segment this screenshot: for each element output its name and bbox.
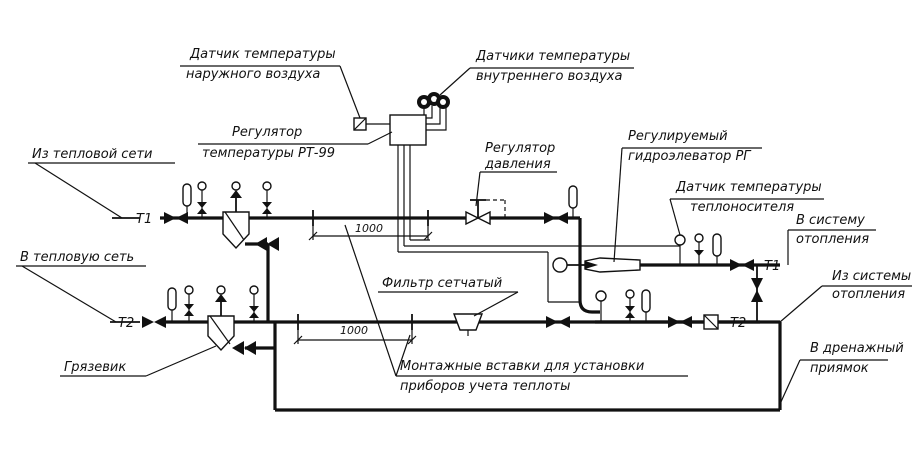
strainer-filter-icon xyxy=(452,313,484,336)
check-element-icon xyxy=(703,314,719,330)
thermometer-icon xyxy=(182,183,192,218)
label-coolant-sensor-line1: Датчик температуры xyxy=(675,180,822,195)
label-regulator-line1: Регулятор xyxy=(232,125,302,140)
label-from-system-line1: Из системы xyxy=(832,269,911,284)
pressure-gauge-icon xyxy=(262,181,272,218)
thermometer-icon xyxy=(167,287,177,322)
tag-t1-right: Т1 xyxy=(764,259,780,274)
label-indoor-sensors-line2: внутреннего воздуха xyxy=(476,69,622,84)
label-pressure-regulator-line2: давления xyxy=(484,157,551,172)
hydro-elevator-icon xyxy=(552,257,641,273)
valve-icon xyxy=(668,316,692,328)
label-coolant-sensor-line2: теплоносителя xyxy=(690,200,794,215)
pressure-regulator-valve-icon xyxy=(465,199,506,226)
mudtrap-lower-icon xyxy=(207,285,235,352)
pressure-gauge-icon xyxy=(595,290,607,322)
thermometer-icon xyxy=(568,185,578,218)
right-vertical-valve-icon xyxy=(751,278,763,302)
label-outdoor-sensor-line2: наружного воздуха xyxy=(186,67,320,82)
label-elevator-line2: гидроэлеватор РГ xyxy=(628,149,752,164)
label-indoor-sensors-line1: Датчики температуры xyxy=(475,49,630,64)
tag-t1-left: Т1 xyxy=(136,212,152,227)
pressure-gauge-icon xyxy=(625,289,635,322)
label-to-system-line2: отопления xyxy=(796,232,869,247)
pressure-gauge-icon xyxy=(197,181,207,218)
label-regulator-line2: температуры РТ-99 xyxy=(202,146,335,161)
dimension-lower: 1000 xyxy=(340,324,368,337)
label-pressure-regulator-line1: Регулятор xyxy=(485,141,555,156)
label-to-network: В тепловую сеть xyxy=(20,250,134,265)
outdoor-temp-sensor-icon xyxy=(353,117,390,131)
pressure-gauge-icon xyxy=(694,233,704,265)
label-filter: Фильтр сетчатый xyxy=(382,276,502,291)
label-elevator-line1: Регулируемый xyxy=(628,129,728,144)
pressure-gauge-icon xyxy=(249,285,259,322)
label-from-system-line2: отопления xyxy=(832,287,905,302)
valve-icon xyxy=(730,259,754,271)
label-inserts-line2: приборов учета теплоты xyxy=(400,379,570,394)
label-drain-line1: В дренажный xyxy=(810,341,904,356)
label-inserts-line1: Монтажные вставки для установки xyxy=(400,359,644,374)
dimension-upper: 1000 xyxy=(355,222,383,235)
insert-upper xyxy=(308,210,433,241)
valve-icon xyxy=(255,237,279,251)
coolant-temp-sensor-icon xyxy=(674,234,686,265)
pressure-gauge-icon xyxy=(184,285,194,322)
label-to-system-line1: В систему xyxy=(796,213,865,228)
valve-icon xyxy=(544,212,568,224)
tag-t2-right: Т2 xyxy=(730,316,746,331)
valve-icon xyxy=(546,316,570,328)
valve-icon xyxy=(232,341,256,355)
leader-lines xyxy=(16,65,912,405)
thermometer-icon xyxy=(641,289,651,322)
label-from-network: Из тепловой сети xyxy=(32,147,152,162)
tag-t2-left: Т2 xyxy=(118,316,134,331)
label-outdoor-sensor-line1: Датчик температуры xyxy=(189,47,336,62)
valve-icon xyxy=(142,316,166,328)
label-drain-line2: приямок xyxy=(810,361,869,376)
bypass-vertical xyxy=(245,242,270,322)
right-risers xyxy=(756,263,782,410)
control-wiring xyxy=(397,145,680,303)
insert-lower xyxy=(293,314,417,345)
indoor-temp-sensors-icon xyxy=(417,92,450,131)
valve-icon xyxy=(164,212,188,224)
thermometer-icon xyxy=(712,233,722,265)
regulator-rt99-icon xyxy=(389,114,427,146)
label-mudtrap: Грязевик xyxy=(64,360,126,375)
mudtrap-upper-icon xyxy=(222,181,250,250)
